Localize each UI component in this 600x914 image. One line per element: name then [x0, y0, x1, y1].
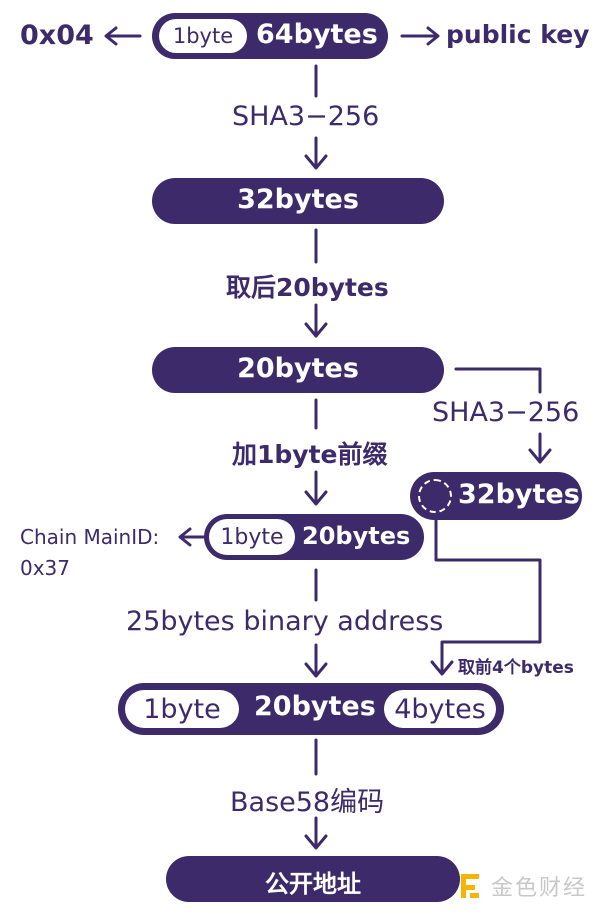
step-binary-address-label: 25bytes binary address — [126, 606, 444, 637]
take-first-4-connector — [434, 518, 542, 674]
public-key-main-label: 64bytes — [256, 19, 378, 50]
prefixed-address-prefix-box: 1byte — [209, 519, 295, 555]
public-key-label: public key — [446, 20, 590, 49]
checksum-32bytes-pill: 32bytes — [410, 472, 582, 520]
take-first-4-arrowhead — [430, 660, 454, 676]
public-key-prefix-label: 1byte — [172, 24, 234, 48]
arrowhead-1 — [304, 154, 328, 170]
binary-address-prefix-box: 1byte — [125, 690, 239, 728]
prefixed-address-pill: 1byte 20bytes — [204, 514, 424, 560]
step-base58-label: Base58编码 — [230, 787, 385, 818]
watermark-text: 金色财经 — [491, 876, 588, 901]
watermark-logo-icon — [455, 871, 485, 901]
branch-sha3-label: SHA3−256 — [432, 397, 580, 428]
binary-address-prefix-label: 1byte — [143, 693, 221, 725]
prefixed-address-main-label: 20bytes — [302, 522, 411, 550]
arrowhead-2 — [304, 322, 328, 338]
binary-address-checksum-box: 4bytes — [384, 690, 496, 728]
step-sha3-label: SHA3−256 — [232, 101, 380, 132]
checksum-32bytes-label: 32bytes — [458, 479, 580, 510]
public-address-label: 公开地址 — [265, 870, 361, 898]
watermark: 金色财经 — [455, 868, 600, 904]
checksum-dashed-circle — [418, 479, 452, 513]
binary-address-body-label: 20bytes — [254, 691, 376, 722]
step-take-last-20-label: 取后20bytes — [226, 273, 389, 302]
public-address-pill: 公开地址 — [166, 856, 460, 902]
public-key-pill: 1byte 64bytes — [152, 13, 388, 59]
arrowhead-3 — [304, 490, 328, 506]
prefixed-address-prefix-label: 1byte — [220, 524, 284, 550]
truncated-20bytes-label: 20bytes — [237, 353, 359, 384]
truncated-20bytes-pill: 20bytes — [152, 347, 444, 393]
chain-id-arrowhead — [178, 527, 192, 547]
arrowhead-4 — [304, 662, 328, 678]
hash-32bytes-label: 32bytes — [237, 184, 359, 215]
chain-main-id-label: Chain MainID: — [20, 525, 160, 549]
arrowhead-5 — [304, 834, 328, 850]
public-key-arrowhead — [426, 26, 440, 46]
branch-arrowhead — [528, 448, 552, 464]
prefix-arrowhead — [104, 26, 118, 46]
binary-address-checksum-label: 4bytes — [394, 693, 486, 725]
step-add-prefix-label: 加1byte前缀 — [232, 440, 388, 469]
branch-connector-a — [454, 367, 542, 394]
step-take-first-4-label: 取前4个bytes — [458, 658, 574, 678]
public-key-prefix-box: 1byte — [159, 19, 247, 53]
prefix-value: 0x04 — [20, 20, 94, 51]
chain-main-id-value: 0x37 — [20, 556, 71, 580]
hash-32bytes-pill: 32bytes — [152, 178, 444, 224]
binary-address-pill: 1byte 20bytes 4bytes — [118, 683, 504, 735]
